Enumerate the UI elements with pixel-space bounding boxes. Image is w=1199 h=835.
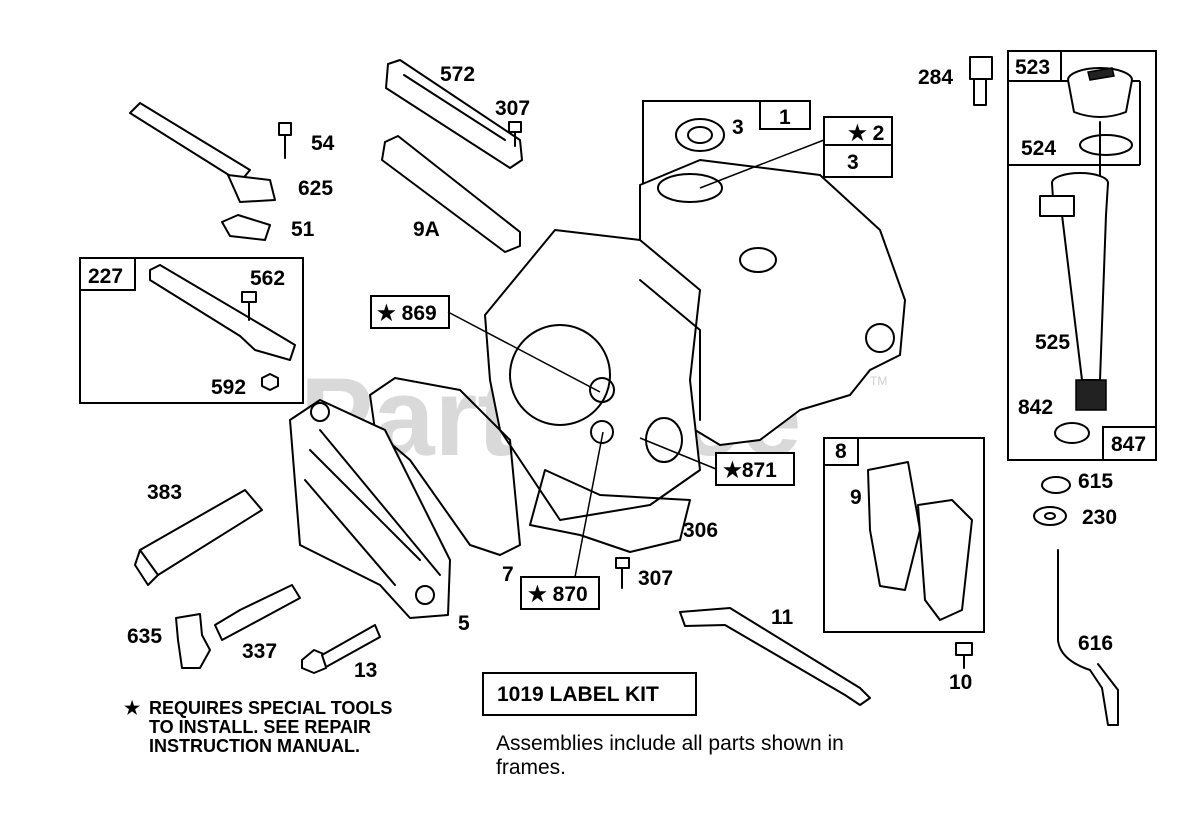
label-572: 572 [440, 63, 475, 86]
label-7: 7 [502, 563, 514, 586]
part-616-drawing [1057, 549, 1119, 726]
part-1-cylinder-block-drawing [484, 159, 906, 521]
part-9a-drawing [381, 135, 521, 253]
label-227: 227 [88, 265, 123, 288]
part-13-drawing [301, 624, 381, 674]
note-special-tools-line-2: TO INSTALL. SEE REPAIR [149, 717, 371, 737]
label-3-box: 3 [847, 151, 859, 174]
label-kit-text: 1019 LABEL KIT [497, 683, 659, 706]
leader-869 [447, 311, 601, 393]
frame-227 [79, 257, 304, 404]
label-337: 337 [242, 640, 277, 663]
part-227-bracket-drawing [149, 264, 296, 391]
part-9-gasket-drawing [867, 461, 921, 591]
label-871: ★871 [723, 459, 777, 482]
part-525-drawing [1039, 172, 1109, 411]
leader-871 [639, 437, 717, 470]
note-assemblies-line-2: frames. [496, 756, 566, 779]
label-11: 11 [771, 606, 794, 629]
part-230-drawing [1033, 506, 1067, 526]
label-592: 592 [211, 376, 246, 399]
part-54-drawing [278, 122, 292, 159]
part-284-drawing [969, 56, 993, 106]
part-383-drawing [134, 489, 263, 586]
label-10: 10 [949, 671, 972, 694]
label-616: 616 [1078, 632, 1113, 655]
label-284: 284 [918, 66, 953, 89]
label-1: 1 [779, 106, 791, 129]
part-572-drawing [385, 59, 523, 169]
part-51-drawing [221, 214, 271, 241]
label-615: 615 [1078, 470, 1113, 493]
part-3-seal-drawing [675, 118, 725, 152]
label-307-bottom: 307 [638, 567, 673, 590]
box-869 [370, 295, 450, 329]
label-307-top: 307 [495, 97, 530, 120]
frame-1 [642, 100, 811, 187]
label-525: 525 [1035, 331, 1070, 354]
label-8: 8 [835, 440, 847, 463]
part-842-drawing [1054, 422, 1090, 444]
frame-2 [823, 116, 893, 178]
part-524-drawing [1079, 134, 1133, 156]
label-847: 847 [1111, 433, 1146, 456]
part-523-drawing [1067, 67, 1133, 181]
part-10-drawing [955, 642, 973, 669]
part-635-drawing [175, 613, 211, 669]
label-306: 306 [683, 519, 718, 542]
label-54: 54 [311, 132, 335, 155]
frame-8 [823, 437, 985, 633]
box-870 [520, 576, 600, 610]
label-9: 9 [850, 486, 862, 509]
part-307-bottom-drawing [615, 557, 630, 589]
part-307-top-drawing [508, 121, 522, 147]
label-523: 523 [1015, 56, 1050, 79]
label-842: 842 [1018, 396, 1053, 419]
part-306-drawing [529, 469, 691, 553]
label-3-seal: 3 [732, 116, 744, 139]
watermark-trademark: TM [870, 374, 887, 388]
label-870: ★ 870 [528, 583, 588, 606]
part-8-cover-drawing [917, 499, 973, 621]
part-5-cylinder-head-drawing [289, 399, 451, 619]
box-label-kit [482, 672, 697, 716]
note-assemblies-line-1: Assemblies include all parts shown in [496, 732, 844, 755]
label-625: 625 [298, 177, 333, 200]
label-5: 5 [458, 612, 470, 635]
label-13: 13 [354, 659, 377, 682]
box-871 [715, 452, 795, 486]
note-special-tools-line-3: INSTRUCTION MANUAL. [149, 736, 360, 756]
label-869: ★ 869 [377, 302, 437, 325]
label-51: 51 [291, 218, 315, 241]
label-524: 524 [1021, 137, 1056, 160]
special-tools-star: ★ [124, 698, 141, 718]
label-230: 230 [1082, 506, 1117, 529]
label-383: 383 [147, 481, 182, 504]
label-2-star: ★ 2 [848, 122, 884, 145]
note-special-tools-line-1: REQUIRES SPECIAL TOOLS [149, 698, 392, 718]
part-615-drawing [1041, 476, 1071, 494]
leader-870 [574, 431, 604, 578]
leader-2 [699, 139, 825, 189]
part-337-drawing [214, 584, 301, 641]
label-635: 635 [127, 625, 162, 648]
label-562: 562 [250, 267, 285, 290]
label-9a: 9A [413, 218, 440, 241]
part-625-drawing [129, 102, 276, 203]
part-11-drawing [679, 607, 871, 706]
